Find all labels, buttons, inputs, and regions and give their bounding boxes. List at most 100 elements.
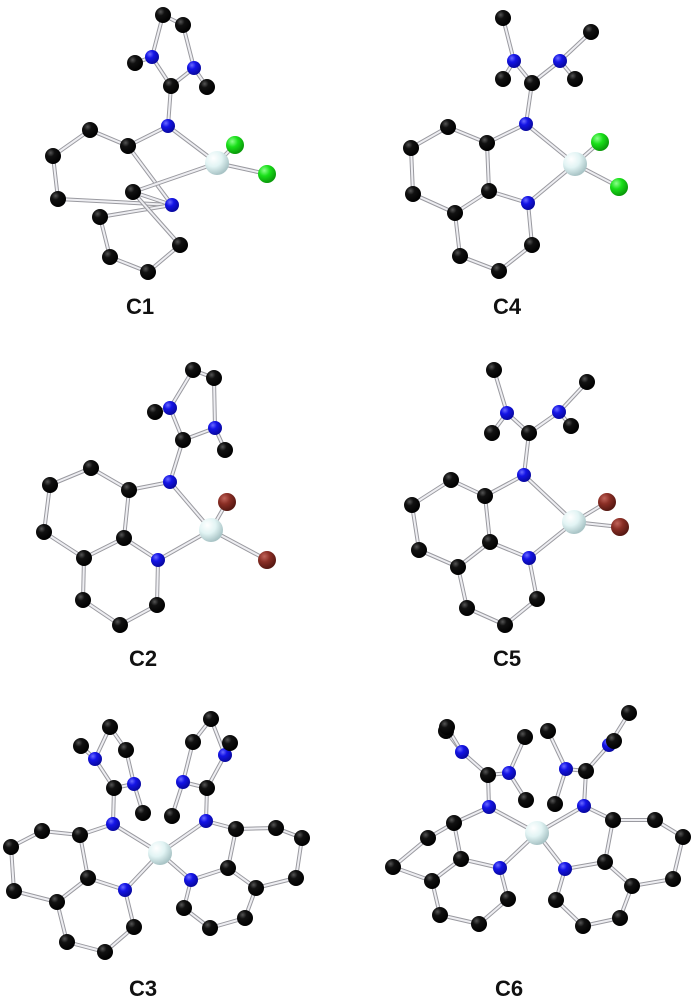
atom-cl — [226, 136, 244, 154]
atom-c — [479, 135, 495, 151]
atom-c — [72, 827, 88, 843]
atom-c — [405, 186, 421, 202]
atom-c — [548, 892, 564, 908]
atom-c — [49, 894, 65, 910]
atom-c — [452, 248, 468, 264]
atom-c — [294, 830, 310, 846]
atom-n — [519, 117, 533, 131]
atom-c — [547, 796, 563, 812]
atom-c — [147, 404, 163, 420]
atom-c — [102, 249, 118, 265]
compound-label-c5: C5 — [492, 646, 522, 671]
atom-n — [218, 748, 232, 762]
atom-n — [88, 752, 102, 766]
atom-c — [647, 812, 663, 828]
atom-pd — [148, 841, 172, 865]
atom-c — [140, 264, 156, 280]
atom-n — [500, 406, 514, 420]
atom-n — [559, 762, 573, 776]
atom-c — [518, 792, 534, 808]
atom-c — [583, 24, 599, 40]
atom-cl — [610, 178, 628, 196]
atom-n — [482, 800, 496, 814]
atom-cl — [591, 133, 609, 151]
atom-n — [151, 553, 165, 567]
atom-c — [477, 488, 493, 504]
atom-c — [575, 918, 591, 934]
atom-c — [606, 733, 622, 749]
atom-n — [127, 777, 141, 791]
atom-c — [624, 878, 640, 894]
atom-c — [106, 780, 122, 796]
atom-c — [175, 17, 191, 33]
atom-c — [172, 237, 188, 253]
atom-n — [145, 50, 159, 64]
atom-c — [185, 362, 201, 378]
atom-n — [552, 405, 566, 419]
atom-c — [500, 891, 516, 907]
atom-c — [199, 780, 215, 796]
atom-c — [403, 140, 419, 156]
atom-c — [495, 10, 511, 26]
atom-c — [424, 873, 440, 889]
atom-c — [120, 138, 136, 154]
atom-c — [126, 919, 142, 935]
atoms-c3 — [3, 711, 310, 960]
atoms-c5 — [404, 362, 629, 633]
atom-pd — [563, 152, 587, 176]
atom-br — [611, 518, 629, 536]
atom-c — [237, 910, 253, 926]
compound-label-c4: C4 — [492, 294, 522, 319]
bonds-c3 — [9, 717, 304, 954]
atom-c — [202, 920, 218, 936]
compound-label-c2: C2 — [128, 646, 158, 671]
atom-n — [493, 861, 507, 875]
compound-label-c1: C1 — [125, 294, 155, 319]
bond-highlight — [57, 198, 173, 206]
atom-pd — [562, 510, 586, 534]
atom-c — [203, 711, 219, 727]
atom-c — [248, 880, 264, 896]
atom-n — [163, 475, 177, 489]
atom-n — [517, 468, 531, 482]
atom-c — [385, 859, 401, 875]
atom-c — [420, 830, 436, 846]
atom-n — [199, 814, 213, 828]
atom-br — [598, 493, 616, 511]
atoms-c6 — [385, 705, 691, 934]
atom-c — [116, 530, 132, 546]
atom-c — [76, 550, 92, 566]
atom-n — [521, 196, 535, 210]
atom-c — [92, 209, 108, 225]
atom-c — [404, 497, 420, 513]
atom-pd — [199, 518, 223, 542]
atom-c — [665, 871, 681, 887]
atom-c — [125, 184, 141, 200]
atom-c — [491, 263, 507, 279]
atom-c — [495, 71, 511, 87]
atom-c — [222, 735, 238, 751]
bond-highlight — [132, 191, 181, 246]
atom-c — [612, 910, 628, 926]
atom-pd — [525, 821, 549, 845]
atom-c — [149, 597, 165, 613]
atom-c — [450, 559, 466, 575]
atom-c — [3, 839, 19, 855]
atom-c — [45, 148, 61, 164]
atom-c — [563, 418, 579, 434]
atom-c — [164, 808, 180, 824]
atom-c — [6, 883, 22, 899]
atom-c — [486, 362, 502, 378]
atom-c — [579, 374, 595, 390]
atom-c — [73, 738, 89, 754]
atom-n — [187, 61, 201, 75]
atom-c — [175, 432, 191, 448]
atom-n — [577, 799, 591, 813]
atom-c — [102, 719, 118, 735]
atom-c — [605, 812, 621, 828]
atom-br — [218, 493, 236, 511]
atom-c — [36, 524, 52, 540]
atom-n — [522, 551, 536, 565]
atom-n — [208, 421, 222, 435]
